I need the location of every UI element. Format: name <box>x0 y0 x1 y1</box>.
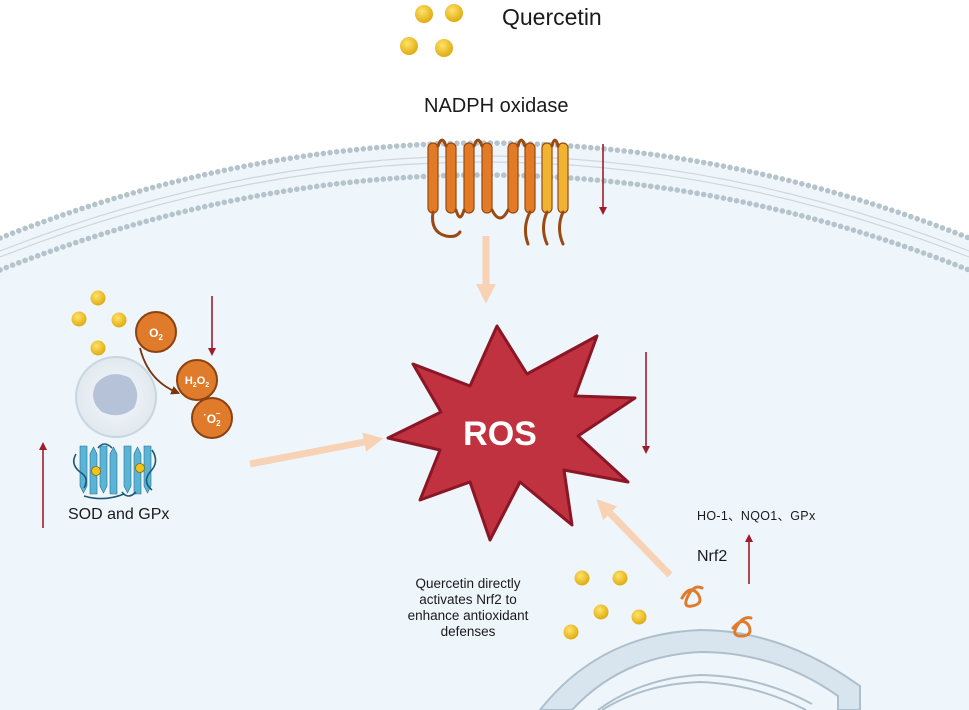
nadph-oxidase-icon <box>427 138 569 246</box>
sod-gpx-label: SOD and GPx <box>68 506 170 523</box>
ros-label: ROS <box>463 415 537 453</box>
nrf2-protein-icon <box>680 585 753 638</box>
enzyme-structure-icon <box>72 443 157 500</box>
nadph-oxidase-label: NADPH oxidase <box>424 95 569 117</box>
endoplasmic-reticulum-icon <box>538 628 861 710</box>
quercetin-description-label: Quercetin directly activates Nrf2 to enh… <box>407 576 529 639</box>
enzymes-to-ros-arrow <box>249 432 384 468</box>
nrf2-to-ros-arrow <box>596 499 673 578</box>
hydrogen-peroxide-molecule <box>176 359 218 401</box>
ros-burst-icon <box>386 324 637 542</box>
membrane-outer-leaflet <box>0 140 969 241</box>
quercetin-molecule-icon <box>400 4 463 57</box>
superoxide-conversion-arrow <box>139 347 181 395</box>
antioxidant-targets-label: HO-1、NQO1、GPx <box>697 509 816 523</box>
oxygen-molecule <box>135 311 177 353</box>
o2-label: O2 <box>149 326 163 342</box>
quercetin-cluster-left <box>71 290 127 356</box>
h2o2-label: H2O2 <box>185 375 209 389</box>
cell-icon <box>75 356 157 438</box>
quercetin-cluster-bottom <box>563 570 647 640</box>
nrf2-label: Nrf2 <box>697 548 728 565</box>
superoxide-label: ·O2− <box>203 409 221 428</box>
superoxide-molecule <box>191 397 233 439</box>
quercetin-label: Quercetin <box>502 4 602 30</box>
